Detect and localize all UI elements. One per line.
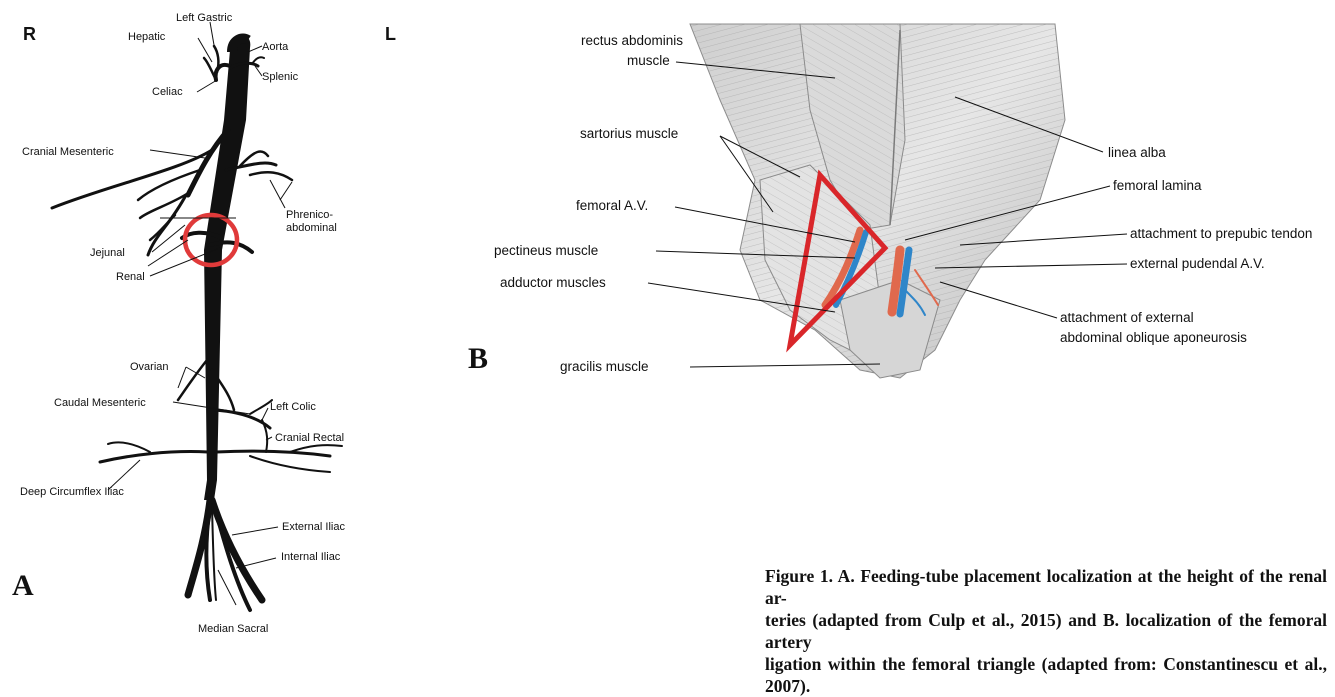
label-internal-iliac: Internal Iliac [281,551,341,563]
figure-canvas: R L Left Gastric Hepatic Aorta Splenic C… [0,0,1335,639]
label-oblique-1: attachment of external [1060,310,1194,325]
label-renal: Renal [116,271,145,283]
caption-line-2: teries (adapted from Culp et al., 2015) … [765,609,1327,653]
aorta-trunk [204,37,250,500]
label-splenic: Splenic [262,71,299,83]
label-cranial-mesenteric: Cranial Mesenteric [22,146,114,158]
label-external-iliac: External Iliac [282,521,345,533]
label-gracilis: gracilis muscle [560,359,649,374]
label-jejunal: Jejunal [90,247,125,259]
label-left-side: L [385,24,396,44]
panel-b-diagram: rectus abdominis muscle linea alba sarto… [468,24,1312,378]
label-phrenico-1: Phrenico- [286,209,333,221]
label-left-colic: Left Colic [270,401,316,413]
label-deep-circumflex-iliac: Deep Circumflex Iliac [20,486,124,498]
label-rectus-2: muscle [627,53,670,68]
panel-b-letter: B [468,342,488,375]
label-adductor: adductor muscles [500,275,606,290]
label-caudal-mesenteric: Caudal Mesenteric [54,397,146,409]
label-cranial-rectal: Cranial Rectal [275,432,344,444]
label-right-side: R [23,24,36,44]
panel-a-diagram: R L Left Gastric Hepatic Aorta Splenic C… [12,12,396,635]
label-femoral-lamina: femoral lamina [1113,178,1202,193]
label-rectus-1: rectus abdominis [581,33,683,48]
label-celiac: Celiac [152,86,183,98]
label-hepatic: Hepatic [128,31,166,43]
label-median-sacral: Median Sacral [198,623,268,635]
label-ovarian: Ovarian [130,361,169,373]
label-sartorius: sartorius muscle [580,126,678,141]
label-prepubic: attachment to prepubic tendon [1130,226,1312,241]
figure-caption: Figure 1. A. Feeding-tube placement loca… [765,565,1327,697]
label-linea-alba: linea alba [1108,145,1166,160]
label-pudendal: external pudendal A.V. [1130,256,1265,271]
label-phrenico-2: abdominal [286,222,337,234]
label-pectineus: pectineus muscle [494,243,598,258]
panel-a-letter: A [12,569,34,602]
caption-line-3: ligation within the femoral triangle (ad… [765,653,1327,697]
label-left-gastric: Left Gastric [176,12,233,24]
panel-a-leaders [108,22,292,605]
label-aorta: Aorta [262,41,289,53]
label-oblique-2: abdominal oblique aponeurosis [1060,330,1247,345]
label-femoral-av: femoral A.V. [576,198,648,213]
caption-line-1: Figure 1. A. Feeding-tube placement loca… [765,565,1327,609]
